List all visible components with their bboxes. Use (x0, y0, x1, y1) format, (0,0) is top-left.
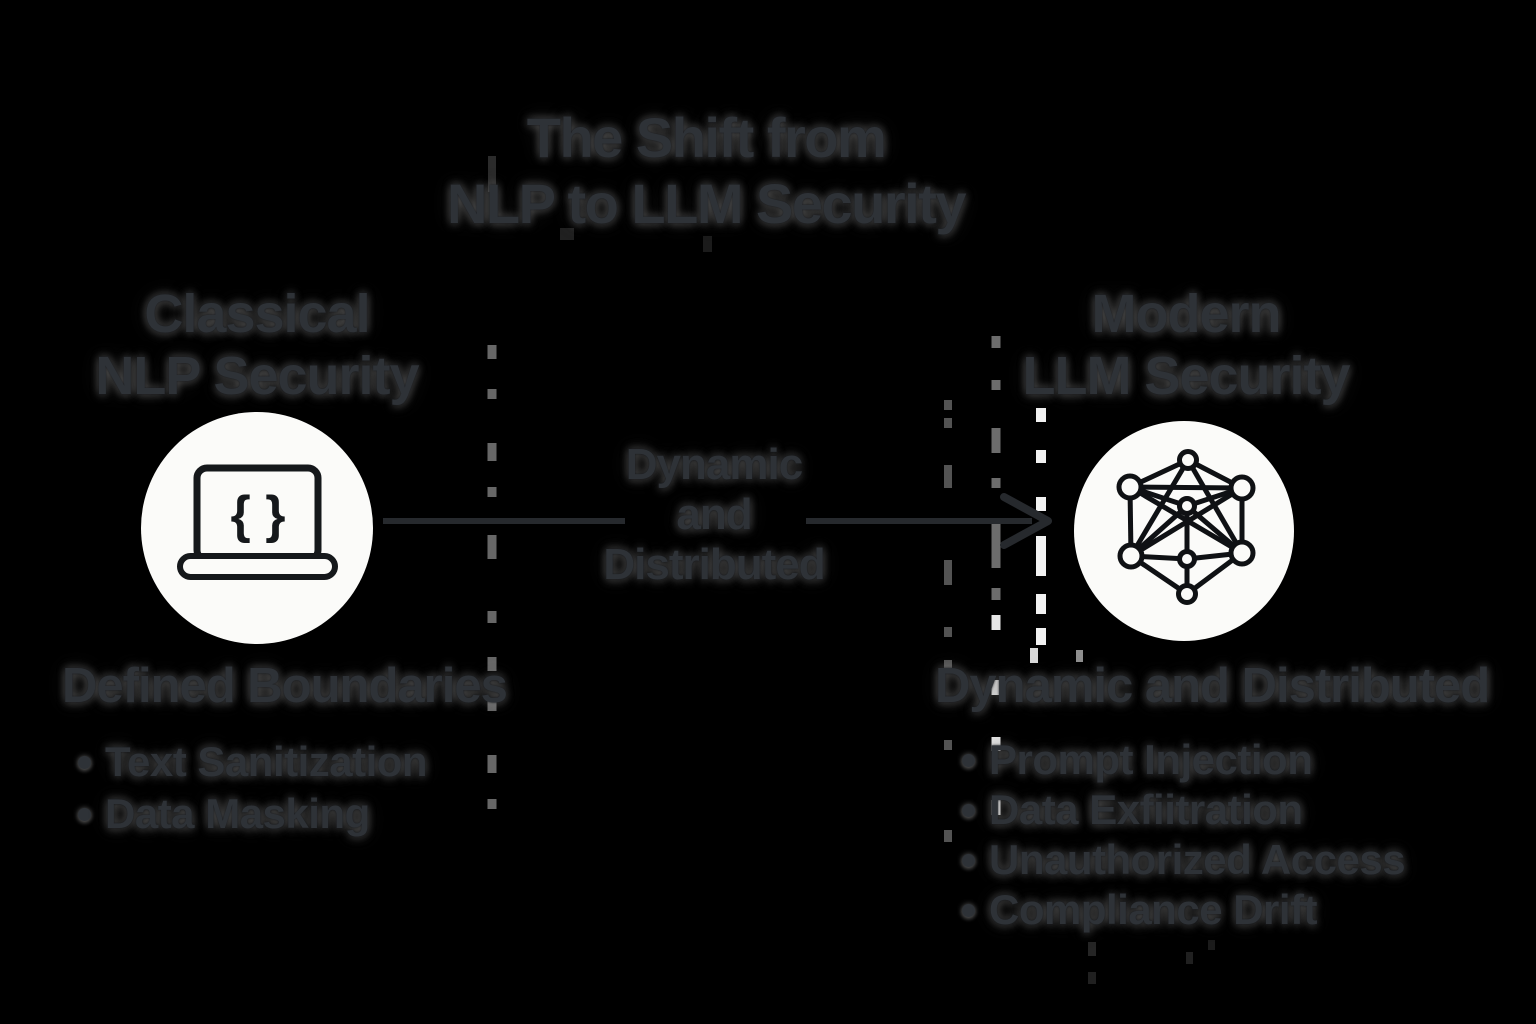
page-title: The Shift from NLP to LLM Security (356, 105, 1056, 237)
bullet-label: Text Sanitization (105, 738, 428, 785)
list-item: Data Exfiitration (962, 785, 1405, 835)
bullet-dot-icon (962, 753, 975, 767)
code-braces-glyph: { } (231, 486, 286, 544)
classical-nlp-heading: Classical NLP Security (32, 283, 482, 407)
bullet-label: Data Exfiitration (989, 786, 1303, 833)
network-nodes (1116, 449, 1256, 605)
bullet-label: Compliance Drift (989, 886, 1318, 933)
network-node (1228, 539, 1256, 567)
bullet-dot-icon (962, 903, 975, 917)
arrow-label-line2: and (676, 490, 752, 539)
bullet-dot-icon (78, 755, 91, 769)
modern-icon-circle (1074, 421, 1294, 641)
network-node (1177, 449, 1199, 471)
bullet-dot-icon (78, 807, 91, 821)
arrow-label-line3: Distributed (603, 540, 825, 589)
list-item: Data Masking (78, 788, 427, 840)
network-node (1176, 583, 1198, 605)
page-title-line2: NLP to LLM Security (446, 172, 967, 235)
arrow-label: Dynamic and Distributed (564, 440, 864, 590)
network-node (1116, 473, 1144, 501)
list-item: Compliance Drift (962, 885, 1405, 935)
list-item: Unauthorized Access (962, 835, 1406, 885)
render-artifacts (488, 156, 1215, 984)
arrow-label-line1: Dynamic (625, 440, 803, 489)
bullet-dot-icon (962, 803, 975, 817)
classical-heading-line2: NLP Security (95, 346, 419, 406)
bullet-label: Unauthorized Access (989, 836, 1406, 883)
list-item: Text Sanitization (78, 736, 428, 788)
modern-heading-line2: LLM Security (1022, 346, 1350, 406)
modern-llm-heading: Modern LLM Security (961, 283, 1411, 407)
page-title-line1: The Shift from (526, 106, 887, 169)
arrow-head-icon (1000, 493, 1052, 549)
defined-boundaries-subheading: Defined Boundaries (62, 659, 508, 713)
neural-network-icon (1116, 449, 1256, 605)
bullet-label: Data Masking (105, 790, 370, 837)
classical-icon-circle: { } (141, 412, 373, 644)
modern-heading-line1: Modern (1091, 284, 1282, 344)
network-node (1177, 549, 1197, 569)
bullet-dot-icon (962, 853, 975, 867)
bullet-label: Prompt Injection (989, 736, 1313, 783)
classical-heading-line1: Classical (144, 284, 370, 344)
network-node (1228, 474, 1256, 502)
dynamic-distributed-subheading: Dynamic and Distributed (935, 659, 1490, 713)
transition-arrow (383, 493, 1052, 549)
list-item: Prompt Injection (962, 735, 1405, 785)
laptop-code-icon: { } (177, 464, 338, 580)
laptop-base (177, 553, 338, 580)
modern-bullet-list: Prompt Injection Data Exfiitration Unaut… (962, 735, 1406, 935)
network-node (1117, 542, 1145, 570)
classical-bullet-list: Text Sanitization Data Masking (78, 736, 428, 840)
network-node (1177, 496, 1197, 516)
